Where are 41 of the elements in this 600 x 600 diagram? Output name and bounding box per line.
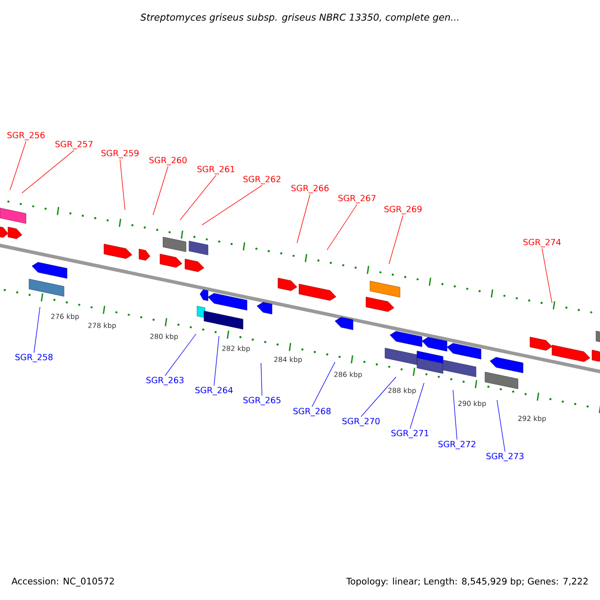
leader-line <box>452 390 458 440</box>
gene-label: SGR_272 <box>438 440 476 450</box>
leader-line <box>388 215 404 264</box>
gene-label: SGR_267 <box>338 194 376 204</box>
gene-label: SGR_268 <box>293 408 331 416</box>
gene-label: SGR_259 <box>101 150 139 158</box>
leader-line <box>214 336 220 386</box>
gene-label: SGR_271 <box>391 430 428 438</box>
leader-line <box>152 166 168 216</box>
gene-label: SGR_274 <box>523 238 561 248</box>
leader-line <box>180 175 216 220</box>
leader-line <box>22 150 74 194</box>
gene-label: SGR_256 <box>7 132 45 140</box>
gene-label: SGR_269 <box>384 206 422 214</box>
leader-line <box>496 400 506 452</box>
gene-label: SGR_263 <box>146 376 184 386</box>
leader-line <box>202 185 262 226</box>
gene-label: SGR_266 <box>291 184 329 194</box>
leader-line <box>164 334 196 376</box>
gene-label: SGR_264 <box>195 386 233 396</box>
gene-label: SGR_265 <box>243 396 280 406</box>
title: Streptomyces griseus subsp. griseus NBRC 13350, complete gen... <box>140 13 458 23</box>
summary-text: Topology: linear; Length: 8,545,929 bp; Genes: 7,222 <box>346 578 588 586</box>
leader-line <box>312 362 336 407</box>
leader-line <box>542 248 552 304</box>
leader-line <box>296 194 310 244</box>
gene-label: SGR_270 <box>342 418 380 426</box>
leader-line <box>360 376 396 417</box>
gene-label: SGR_262 <box>243 176 280 184</box>
gene-label: SGR_261 <box>197 166 234 174</box>
leader-line <box>410 382 424 429</box>
gene-label: SGR_258 <box>15 354 53 362</box>
gene-label: SGR_257 <box>55 140 92 150</box>
gene-label: SGR_273 <box>486 452 524 462</box>
leader-line <box>10 141 26 190</box>
leader-line <box>34 306 40 353</box>
leader-line <box>260 362 262 396</box>
leader-line <box>120 159 126 210</box>
leader-line <box>326 204 358 250</box>
accession-text: Accession: NC_010572 <box>12 578 114 586</box>
gene-label: SGR_260 <box>149 156 187 166</box>
